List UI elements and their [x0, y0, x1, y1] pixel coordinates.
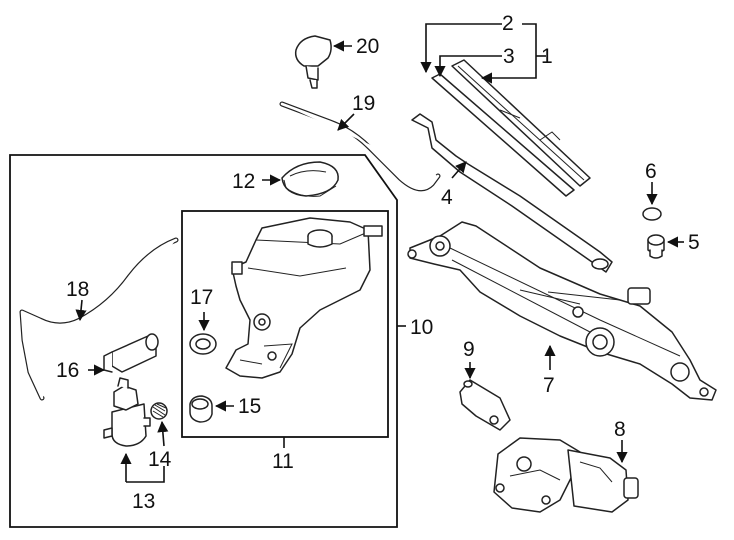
callout-4: 4 [441, 186, 453, 209]
callout-18: 18 [66, 278, 89, 301]
callout-3: 3 [503, 45, 515, 68]
callout-10: 10 [410, 316, 433, 339]
callout-9: 9 [463, 338, 475, 361]
callout-17: 17 [190, 286, 213, 309]
washer-nozzle-part [294, 35, 332, 89]
linkage-bracket-part [459, 379, 511, 431]
callout-13: 13 [132, 490, 155, 513]
callout-6: 6 [645, 160, 657, 183]
level-sensor-part [103, 333, 159, 373]
callout-7: 7 [543, 374, 555, 397]
wiper-blade-part [451, 59, 591, 187]
reservoir-subgroup-box [181, 210, 389, 438]
callout-5: 5 [688, 231, 700, 254]
callout-8: 8 [614, 418, 626, 441]
callout-12: 12 [232, 170, 255, 193]
pump-filter-part [150, 402, 168, 420]
washer-reservoir-part [225, 217, 383, 379]
callout-11: 11 [272, 450, 294, 473]
pivot-nut-part [647, 234, 665, 259]
washer-pump-part [103, 377, 151, 447]
reservoir-cap-part [281, 161, 339, 197]
callout-1: 1 [541, 45, 553, 68]
callout-16: 16 [56, 359, 79, 382]
pivot-cap-part [642, 207, 662, 221]
reservoir-grommet-part [189, 333, 217, 355]
callout-2: 2 [502, 12, 514, 35]
wiper-linkage-part [407, 221, 717, 401]
wiper-motor-part [493, 437, 639, 513]
callout-20: 20 [356, 35, 379, 58]
washer-assembly-group-outline [9, 154, 398, 528]
pump-grommet-part [189, 395, 213, 423]
wiper-arm-part [411, 113, 613, 273]
callout-15: 15 [238, 395, 261, 418]
callout-14: 14 [148, 448, 172, 471]
callout-19: 19 [352, 92, 375, 115]
